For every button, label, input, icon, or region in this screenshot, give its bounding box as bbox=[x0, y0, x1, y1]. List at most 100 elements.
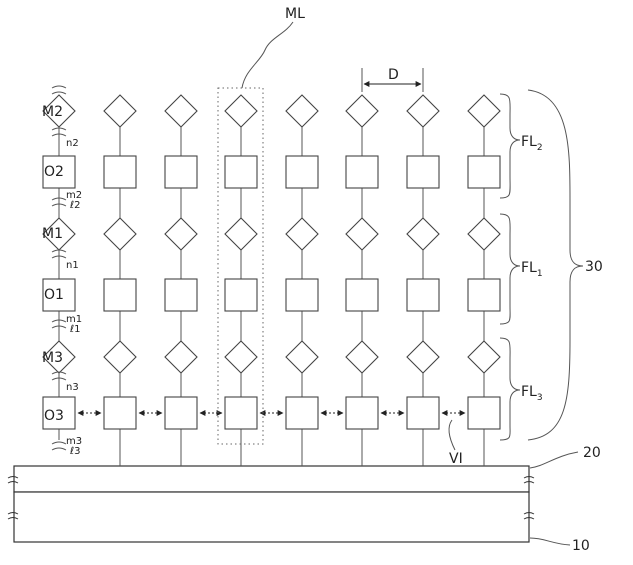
square-element bbox=[103, 155, 137, 189]
square-element bbox=[345, 278, 379, 312]
diamond-element bbox=[467, 94, 501, 128]
diamond-element bbox=[406, 94, 440, 128]
square-element bbox=[42, 396, 76, 430]
break-mark bbox=[51, 197, 67, 201]
diamond-element bbox=[42, 94, 76, 128]
left-n3-label: n3 bbox=[66, 382, 79, 393]
square-element bbox=[42, 278, 76, 312]
ref-10-leader bbox=[529, 537, 571, 546]
square-element bbox=[345, 155, 379, 189]
fl1-label: FL1 bbox=[521, 260, 543, 279]
diamond-element bbox=[164, 94, 198, 128]
ref-20-label: 20 bbox=[583, 445, 601, 461]
fl2-label: FL2 bbox=[521, 134, 543, 153]
square-element bbox=[406, 396, 440, 430]
square-element bbox=[467, 155, 501, 189]
break-mark bbox=[51, 255, 67, 259]
fl2-brace bbox=[499, 93, 521, 199]
break-mark bbox=[51, 249, 67, 253]
left-m2-tag: m2 bbox=[66, 190, 82, 201]
diamond-element bbox=[285, 217, 319, 251]
break-mark bbox=[51, 371, 67, 375]
break-mark bbox=[51, 441, 67, 445]
square-element bbox=[103, 278, 137, 312]
left-n1-label: n1 bbox=[66, 260, 79, 271]
diamond-element bbox=[467, 340, 501, 374]
diamond-element bbox=[224, 217, 258, 251]
square-element bbox=[406, 155, 440, 189]
diamond-element bbox=[285, 94, 319, 128]
substrate-layer-20 bbox=[13, 465, 530, 493]
ref-30-label: 30 bbox=[585, 259, 603, 275]
ref-20-leader bbox=[529, 451, 579, 469]
square-element bbox=[285, 155, 319, 189]
diamond-element bbox=[285, 340, 319, 374]
diamond-element bbox=[42, 340, 76, 374]
diamond-element bbox=[224, 340, 258, 374]
break-mark bbox=[51, 377, 67, 381]
ml-label: ML bbox=[285, 6, 305, 22]
diamond-element bbox=[103, 94, 137, 128]
square-element bbox=[42, 155, 76, 189]
left-m2-label: M2 bbox=[42, 104, 63, 120]
square-element bbox=[164, 155, 198, 189]
left-o3-label: O3 bbox=[44, 408, 64, 424]
element-columns bbox=[42, 85, 501, 466]
vi-leader bbox=[448, 419, 456, 451]
left-m3-label: M3 bbox=[42, 350, 63, 366]
break-mark bbox=[51, 133, 67, 137]
fl-braces bbox=[499, 89, 584, 441]
square-element bbox=[285, 396, 319, 430]
left-o1-label: O1 bbox=[44, 287, 64, 303]
fl3-label: FL3 bbox=[521, 384, 543, 403]
diamond-element bbox=[103, 340, 137, 374]
fl1-brace bbox=[499, 213, 521, 325]
break-mark bbox=[51, 85, 67, 89]
break-mark bbox=[51, 203, 67, 207]
square-element bbox=[345, 396, 379, 430]
ml-dotted-box bbox=[217, 87, 264, 445]
left-m3-tag: m3 bbox=[66, 436, 82, 447]
break-mark bbox=[51, 91, 67, 95]
diamond-element bbox=[406, 217, 440, 251]
square-element bbox=[467, 278, 501, 312]
square-element bbox=[467, 396, 501, 430]
left-n2-label: n2 bbox=[66, 138, 79, 149]
diamond-element bbox=[224, 94, 258, 128]
diamond-element bbox=[164, 217, 198, 251]
square-element bbox=[103, 396, 137, 430]
diamond-element bbox=[345, 94, 379, 128]
left-l1-tag: ℓ1 bbox=[70, 324, 81, 335]
break-mark bbox=[51, 319, 67, 323]
pitch-d-label: D bbox=[388, 67, 399, 83]
square-element bbox=[224, 278, 258, 312]
diamond-element bbox=[103, 217, 137, 251]
break-mark bbox=[51, 325, 67, 329]
ml-leader-line bbox=[241, 21, 294, 89]
diamond-element bbox=[467, 217, 501, 251]
square-element bbox=[224, 396, 258, 430]
break-mark bbox=[51, 447, 67, 451]
left-l3-tag: ℓ3 bbox=[70, 446, 81, 457]
square-element bbox=[285, 278, 319, 312]
substrate-break-marks bbox=[7, 476, 535, 520]
left-o2-label: O2 bbox=[44, 164, 64, 180]
left-m1-label: M1 bbox=[42, 226, 63, 242]
break-mark bbox=[51, 127, 67, 131]
fl3-brace bbox=[499, 337, 521, 441]
diamond-element bbox=[345, 340, 379, 374]
diamond-element bbox=[345, 217, 379, 251]
square-element bbox=[406, 278, 440, 312]
substrate-layer-10 bbox=[13, 491, 530, 543]
square-element bbox=[224, 155, 258, 189]
diamond-element bbox=[164, 340, 198, 374]
diamond-element bbox=[406, 340, 440, 374]
big-brace-30 bbox=[527, 89, 584, 441]
ref-10-label: 10 bbox=[572, 538, 590, 554]
square-element bbox=[164, 278, 198, 312]
square-element bbox=[164, 396, 198, 430]
vi-label: VI bbox=[449, 451, 463, 467]
left-m1-tag: m1 bbox=[66, 314, 82, 325]
left-l2-tag: ℓ2 bbox=[70, 200, 81, 211]
